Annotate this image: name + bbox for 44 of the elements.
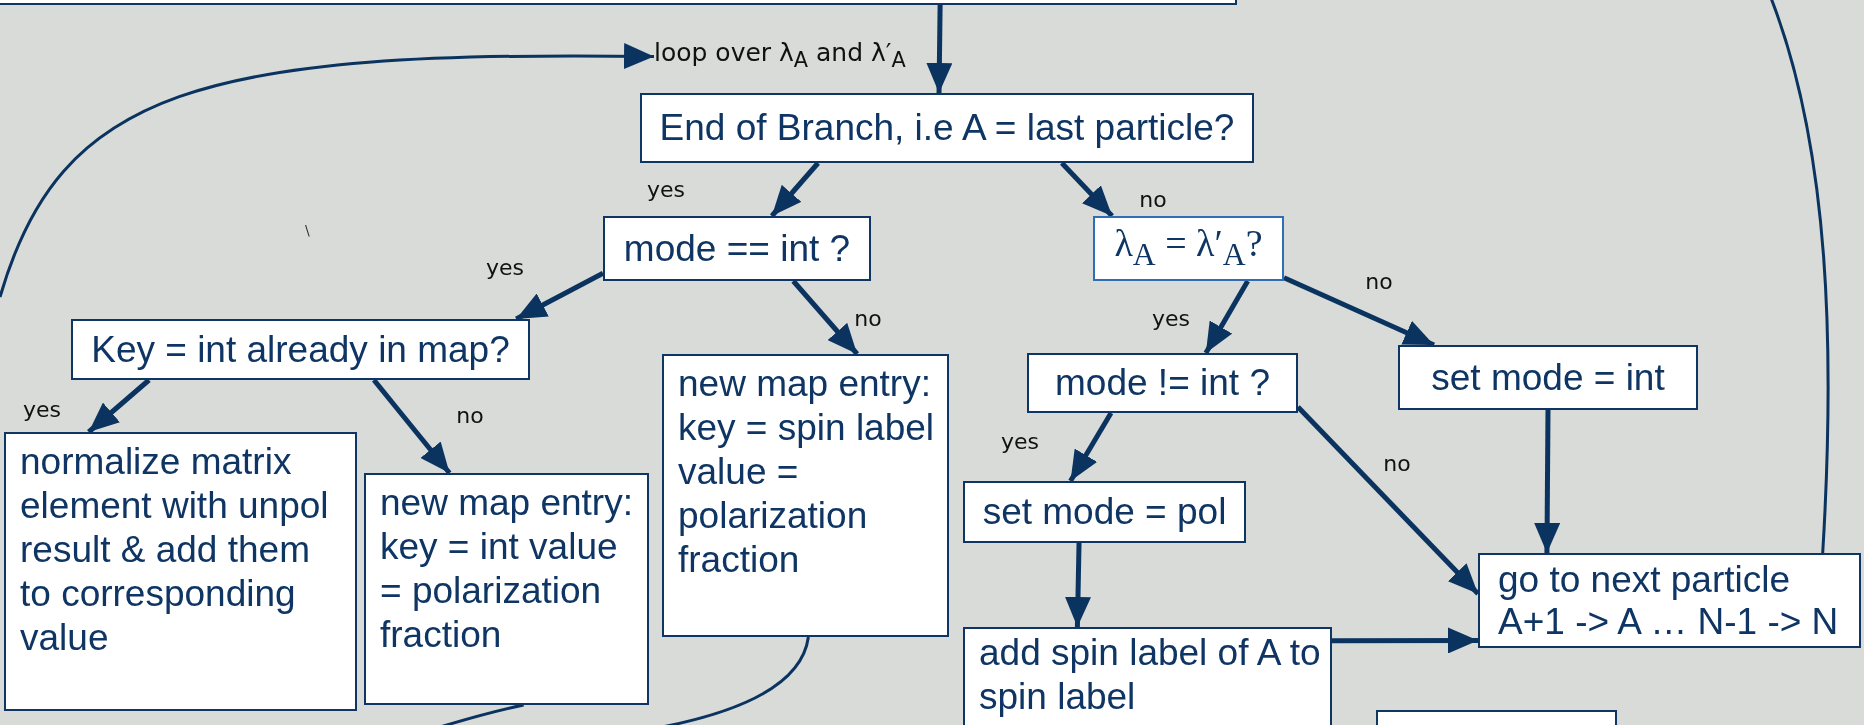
box-text: set mode = int [1431,355,1665,400]
panel-box [0,0,1237,5]
arrow [926,4,953,94]
decision-box [1027,353,1298,413]
arrow [1332,627,1478,654]
process-box [662,354,949,637]
box-text: Key = int already in map? [91,327,510,372]
arrow [1068,411,1114,483]
decision-box [603,216,871,281]
process-box [4,432,357,711]
box-text: mode != int ? [1055,361,1270,405]
box-text: new map entry: key = spin label value = polarization fraction [678,362,936,582]
box-text: mode == int ? [623,226,851,271]
decision-box [1093,216,1284,281]
arrow [1296,405,1480,596]
connector-line [1769,0,1830,554]
process-box [364,473,649,705]
box-text: new map entry: key = int value = polarization fraction [380,481,634,657]
process-box [963,627,1332,725]
stray-mark: \ [305,222,310,238]
box-text: normalize matrix element with unpol result & add them to corresponding value [20,440,330,660]
box-text: λ$_{A}$ = λ′$_{A}$? [1114,220,1263,274]
process-box [1398,345,1698,410]
arrow [372,378,452,475]
process-box [1478,553,1861,648]
arrow [791,279,860,356]
arrow [1283,275,1435,348]
box-text: add spin label of A to spin label [979,631,1322,719]
decision-box [71,319,530,380]
arrow [515,271,605,322]
arrow [1203,279,1250,355]
box-text: End of Branch, i.e A = last particle? [659,106,1235,150]
arrow [87,378,151,434]
box-text: go to next particle A+1 -> A … N-1 -> N [1498,559,1840,643]
loop-label: loop over λ$_{A}$ and λ′$_{A}$ [654,37,906,74]
process-box [1376,710,1617,725]
arrow [1060,161,1114,218]
arrow [0,43,654,298]
box-text: set mode = pol [982,490,1227,534]
decision-box [640,93,1254,163]
arrow [1534,410,1561,553]
process-box [963,481,1246,543]
arrow [769,161,820,218]
arrow [1065,542,1091,628]
